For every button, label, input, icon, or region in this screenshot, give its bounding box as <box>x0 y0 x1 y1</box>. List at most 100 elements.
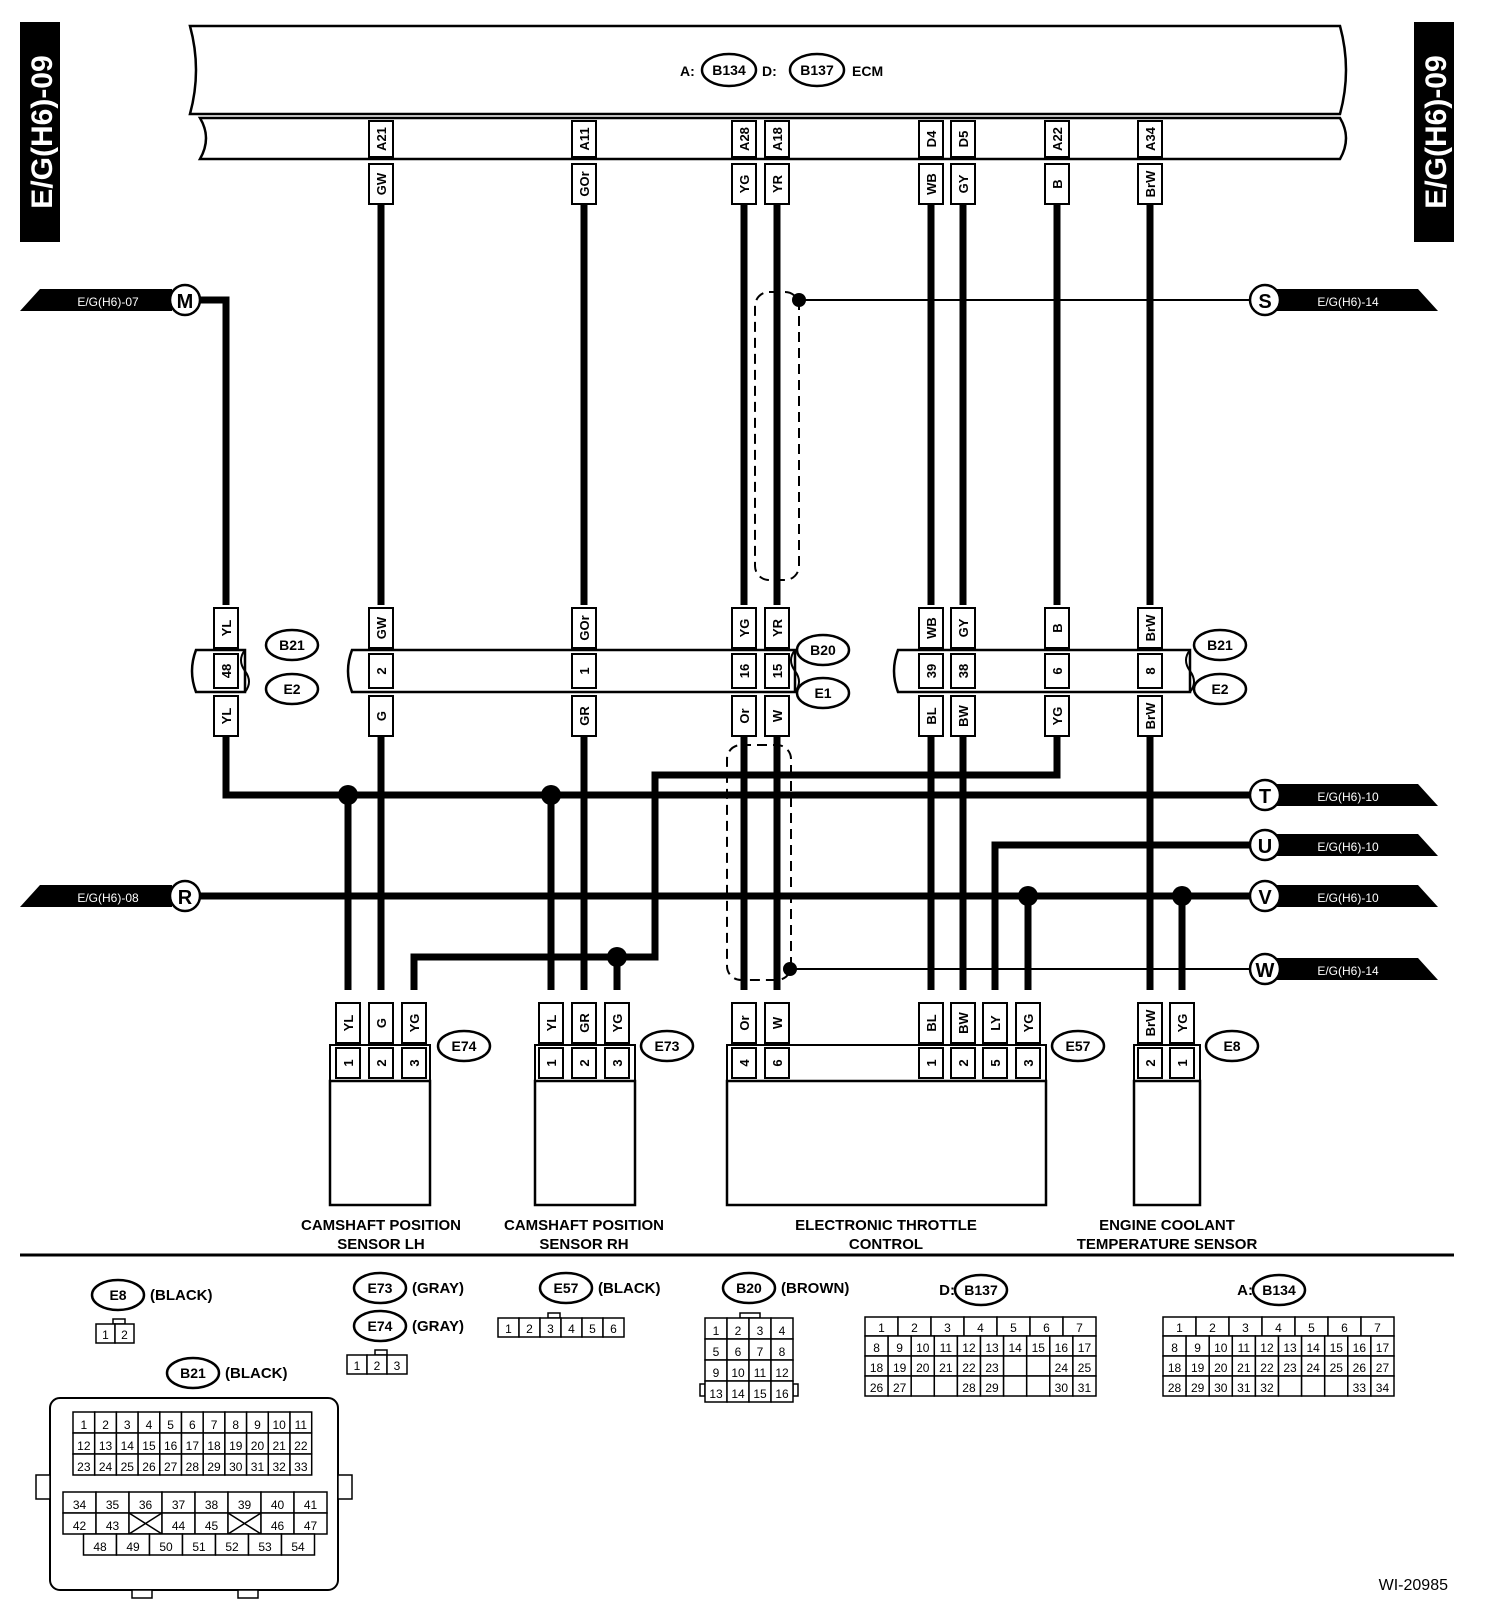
legend-b134-r2-cell-21: 21 <box>1237 1361 1251 1375</box>
splice-points <box>338 293 1192 976</box>
component-E57-pin-0-box <box>731 1047 757 1079</box>
legend-b134-prefix: A: <box>1237 1282 1253 1299</box>
component-E74-label1: CAMSHAFT POSITION <box>301 1217 461 1234</box>
joint-middle-lower-0-box <box>368 695 394 737</box>
legend-b137-r1-cell-14: 14 <box>1008 1341 1022 1355</box>
legend-b21-bot0-cell-34: 34 <box>73 1498 87 1512</box>
legend-b21-bot2-cell-52: 52 <box>225 1540 239 1554</box>
legend-b137-r2-cell <box>1025 1355 1051 1377</box>
legend-b134-r1-cell-14: 14 <box>1306 1341 1320 1355</box>
offpage-letter-U: U <box>1258 836 1272 858</box>
legend-b20-r3-cell <box>770 1380 794 1403</box>
component-E73-pin-1-box <box>571 1047 597 1079</box>
joint-right-lower-1-box <box>950 695 976 737</box>
legend-b21-top0-cell-6: 6 <box>189 1418 196 1432</box>
legend-b137-r2-cell <box>1002 1355 1028 1377</box>
joint-left-bottom: E2 <box>283 681 300 697</box>
page-tag-left-text: E/G(H6)-09 <box>26 55 59 208</box>
joint-right-lower-3: BrW <box>1143 702 1158 729</box>
legend-b21-top2-cell-24: 24 <box>99 1460 113 1474</box>
legend-b21-top2-cell-23: 23 <box>77 1460 91 1474</box>
joint-right-upper-1-box <box>950 607 976 649</box>
offpage-letter-M: M <box>177 291 194 313</box>
component-E8-wire-0-box <box>1137 1002 1163 1044</box>
component-E73-wire-2: YG <box>610 1014 625 1033</box>
offpage-letter-S: S <box>1258 291 1271 313</box>
component-E8-pin-0: 2 <box>1143 1059 1158 1066</box>
legend-b137-r1-cell-15: 15 <box>1032 1341 1046 1355</box>
legend-b134-r2-cell-24: 24 <box>1306 1361 1320 1375</box>
component-E73-label2: SENSOR RH <box>539 1236 628 1253</box>
legend-e8-color: (BLACK) <box>150 1287 212 1304</box>
joint-right-upper-0: WB <box>924 617 939 639</box>
legend-b21-top1-cell-16: 16 <box>164 1439 178 1453</box>
joint-left-lower-box <box>213 695 239 737</box>
component-E57-wire-4-box <box>982 1002 1008 1044</box>
legend-e74-conn: E74 <box>368 1318 393 1334</box>
legend-b20: B20(BROWN) <box>721 1271 849 1305</box>
legend-b21-foot <box>131 1589 153 1599</box>
ecm-pin-A21-box <box>368 120 394 158</box>
component-E57-pin-5-box <box>1015 1047 1041 1079</box>
joint-right-pin-1-box <box>950 653 976 689</box>
component-body <box>1132 1079 1202 1207</box>
offpage-arrow <box>1276 958 1438 980</box>
joint-middle-lower-1-box <box>571 695 597 737</box>
ecm-pin-A11-box <box>571 120 597 158</box>
component-E73-wire-0: YL <box>544 1015 559 1032</box>
ecm-pin-A34: A34 <box>1143 126 1158 151</box>
legend-b21-bot2-cell-53: 53 <box>258 1540 272 1554</box>
offpage-circle <box>1248 283 1282 317</box>
component-E74-wire-2-box <box>401 1002 427 1044</box>
legend-e57-cell-5: 5 <box>589 1322 596 1336</box>
component-E8-label1: ENGINE COOLANT <box>1099 1217 1235 1234</box>
wires <box>190 205 1250 990</box>
component-E74-pin-2: 3 <box>407 1059 422 1066</box>
component-E57-pin-3-box <box>950 1047 976 1079</box>
legend-b21-foot <box>237 1589 259 1599</box>
legend-b21-bot2-cell-54: 54 <box>291 1540 305 1554</box>
offpage-V: E/G(H6)-10V <box>1248 879 1438 913</box>
legend-b134-r3-cell-28: 28 <box>1168 1381 1182 1395</box>
joint-middle-bottom: E1 <box>814 685 831 701</box>
component-E73-tag-oval <box>639 1029 695 1063</box>
joint-middle-upper-2: YG <box>737 619 752 638</box>
joint-middle-top-oval <box>795 633 851 667</box>
legend-b134-r0-cell-6: 6 <box>1341 1321 1348 1335</box>
legend-b20-r0-cell-4: 4 <box>779 1324 786 1338</box>
joint-right-lower-0: BL <box>924 707 939 724</box>
ecm-wire-A28-box <box>731 163 757 205</box>
legend-e73-color: (GRAY) <box>412 1280 464 1297</box>
component-E8-wire-1-box <box>1169 1002 1195 1044</box>
legend-b21-top0-cell-4: 4 <box>146 1418 153 1432</box>
ecm-wire-A34-box <box>1137 163 1163 205</box>
component-E73-pin-1: 2 <box>577 1059 592 1066</box>
joint-right-top: B21 <box>1207 637 1233 653</box>
legend-b21-top1-cell-20: 20 <box>251 1439 265 1453</box>
joint-left-upper: YL <box>219 620 234 637</box>
legend-b134-r2-cell-26: 26 <box>1353 1361 1367 1375</box>
legend-b137-r3-cell-28: 28 <box>962 1381 976 1395</box>
legend-b134-r1-cell-10: 10 <box>1214 1341 1228 1355</box>
legend-b21-bot2-cell-48: 48 <box>93 1540 107 1554</box>
component-E8-tag-oval <box>1204 1029 1260 1063</box>
ecm-wire-A28: YG <box>737 175 752 194</box>
joint-middle-upper-1: GOr <box>577 615 592 640</box>
legend-b20-conn: B20 <box>736 1280 762 1296</box>
ecm-wire-A18-box <box>764 163 790 205</box>
component-E57-pin-1: 6 <box>770 1059 785 1066</box>
joint-right-lower-2: YG <box>1050 707 1065 726</box>
component-E73-tag: E73 <box>655 1038 680 1054</box>
offpage-ref-W: E/G(H6)-14 <box>1317 964 1379 978</box>
joint-middle-lower-3-box <box>764 695 790 737</box>
legend-b137-r0-cell-2: 2 <box>911 1321 918 1335</box>
legend-e73: E73(GRAY) <box>352 1271 464 1305</box>
legend-b21-bot2-cell <box>280 1533 316 1556</box>
legend-b137-r3-cell-27: 27 <box>893 1381 907 1395</box>
legend-b21-bot2-cell-49: 49 <box>126 1540 140 1554</box>
component-E57-wire-3-box <box>950 1002 976 1044</box>
